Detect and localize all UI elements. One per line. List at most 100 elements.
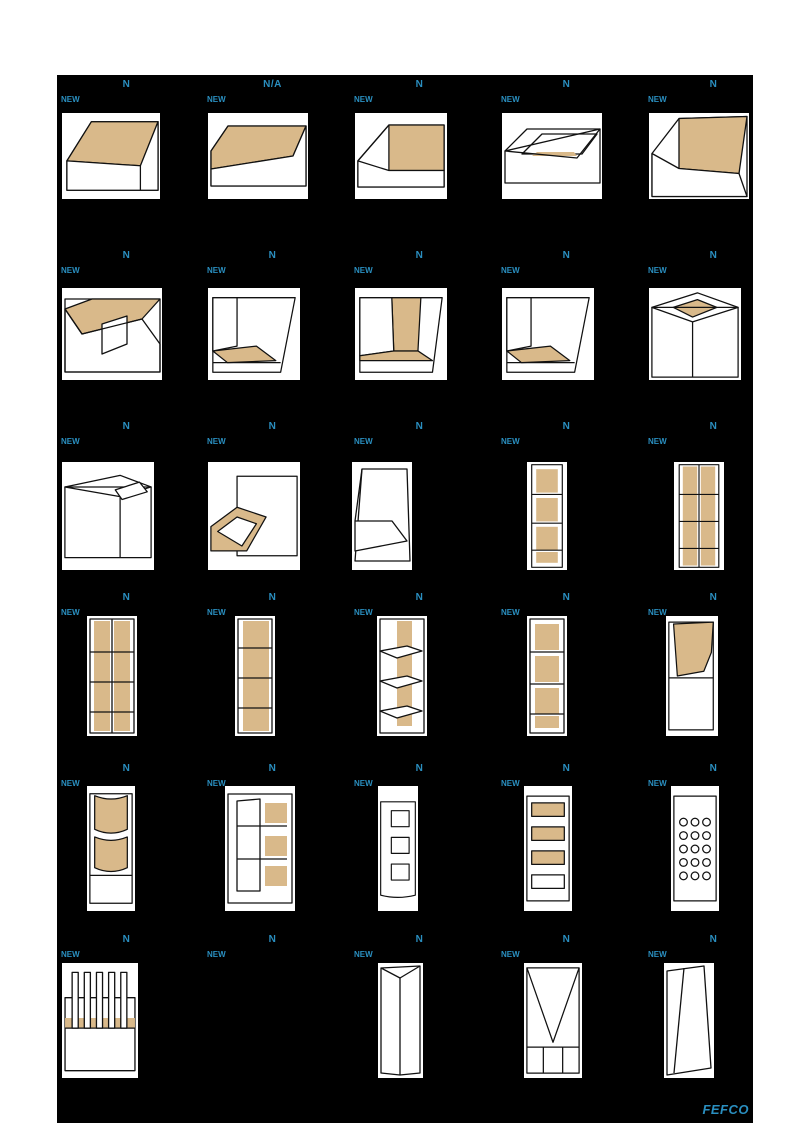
- item-code: N: [122, 592, 131, 603]
- new-badge: NEW: [207, 779, 226, 788]
- catalog-item: N NEW: [497, 759, 636, 929]
- item-code: N: [709, 79, 718, 90]
- display-illustration: [355, 288, 447, 380]
- display-illustration: [235, 616, 275, 736]
- display-illustration: [208, 113, 308, 199]
- item-code: N: [562, 421, 571, 432]
- item-code: N: [415, 250, 424, 261]
- new-badge: NEW: [648, 950, 667, 959]
- display-illustration: [649, 288, 741, 380]
- display-illustration: [62, 113, 160, 199]
- catalog-item: N NEW: [57, 930, 196, 1100]
- new-badge: NEW: [501, 779, 520, 788]
- item-code: N: [268, 592, 277, 603]
- display-illustration: [524, 963, 582, 1078]
- new-badge: NEW: [207, 266, 226, 275]
- new-badge: NEW: [354, 437, 373, 446]
- display-illustration: [378, 786, 418, 911]
- new-badge: NEW: [207, 950, 226, 959]
- new-badge: NEW: [207, 608, 226, 617]
- new-badge: NEW: [354, 95, 373, 104]
- catalog-item: N NEW: [57, 417, 196, 587]
- item-code: N: [709, 763, 718, 774]
- item-code: N: [415, 592, 424, 603]
- display-illustration: [649, 113, 749, 199]
- new-badge: NEW: [61, 266, 80, 275]
- display-illustration: [524, 786, 572, 911]
- display-illustration: [671, 786, 719, 911]
- item-code: N: [709, 592, 718, 603]
- display-illustration: [377, 616, 427, 736]
- item-code: N: [562, 934, 571, 945]
- new-badge: NEW: [61, 950, 80, 959]
- new-badge: NEW: [354, 779, 373, 788]
- new-badge: NEW: [61, 779, 80, 788]
- item-code: N: [709, 250, 718, 261]
- new-badge: NEW: [501, 950, 520, 959]
- catalog-item: N NEW: [497, 417, 636, 587]
- catalog-item: N NEW: [350, 75, 489, 245]
- display-illustration: [502, 113, 602, 199]
- item-code: N: [122, 421, 131, 432]
- catalog-item: N NEW: [57, 759, 196, 929]
- item-code: N: [562, 592, 571, 603]
- new-badge: NEW: [648, 266, 667, 275]
- new-badge: NEW: [61, 437, 80, 446]
- item-code: N: [122, 250, 131, 261]
- display-illustration: [352, 462, 412, 570]
- display-illustration: [355, 113, 447, 199]
- item-code: N: [268, 421, 277, 432]
- display-illustration: [62, 462, 154, 570]
- catalog-item: N NEW: [644, 930, 783, 1100]
- item-code: N: [122, 79, 131, 90]
- new-badge: NEW: [61, 95, 80, 104]
- item-code: N: [709, 934, 718, 945]
- item-code: N: [415, 763, 424, 774]
- catalog-item: N NEW: [57, 246, 196, 416]
- item-code: N: [709, 421, 718, 432]
- new-badge: NEW: [207, 437, 226, 446]
- item-code: N: [122, 763, 131, 774]
- new-badge: NEW: [501, 266, 520, 275]
- catalog-item: N NEW: [350, 588, 489, 758]
- display-illustration: [62, 963, 138, 1078]
- catalog-item: N NEW: [57, 75, 196, 245]
- catalog-item: N NEW: [203, 417, 342, 587]
- catalog-item: N NEW: [497, 246, 636, 416]
- catalog-item: N NEW: [203, 930, 342, 1100]
- new-badge: NEW: [207, 95, 226, 104]
- display-illustration: [502, 288, 594, 380]
- display-illustration: [527, 462, 567, 570]
- new-badge: NEW: [354, 266, 373, 275]
- catalog-item: N NEW: [203, 588, 342, 758]
- new-badge: NEW: [354, 608, 373, 617]
- display-illustration: [208, 288, 300, 380]
- display-illustration: [674, 462, 724, 570]
- catalog-item: N NEW: [644, 246, 783, 416]
- catalog-item: N NEW: [350, 759, 489, 929]
- item-code: N: [562, 79, 571, 90]
- catalog-item: N NEW: [350, 246, 489, 416]
- new-badge: NEW: [61, 608, 80, 617]
- item-code: N: [268, 934, 277, 945]
- catalog-item: N NEW: [497, 930, 636, 1100]
- new-badge: NEW: [501, 437, 520, 446]
- display-illustration: [208, 462, 300, 570]
- item-code: N: [122, 934, 131, 945]
- item-code: N: [562, 763, 571, 774]
- new-badge: NEW: [501, 608, 520, 617]
- new-badge: NEW: [354, 950, 373, 959]
- fefco-logo: FEFCO: [702, 1102, 749, 1117]
- display-illustration: [225, 786, 295, 911]
- item-code: N: [415, 79, 424, 90]
- item-code: N: [562, 250, 571, 261]
